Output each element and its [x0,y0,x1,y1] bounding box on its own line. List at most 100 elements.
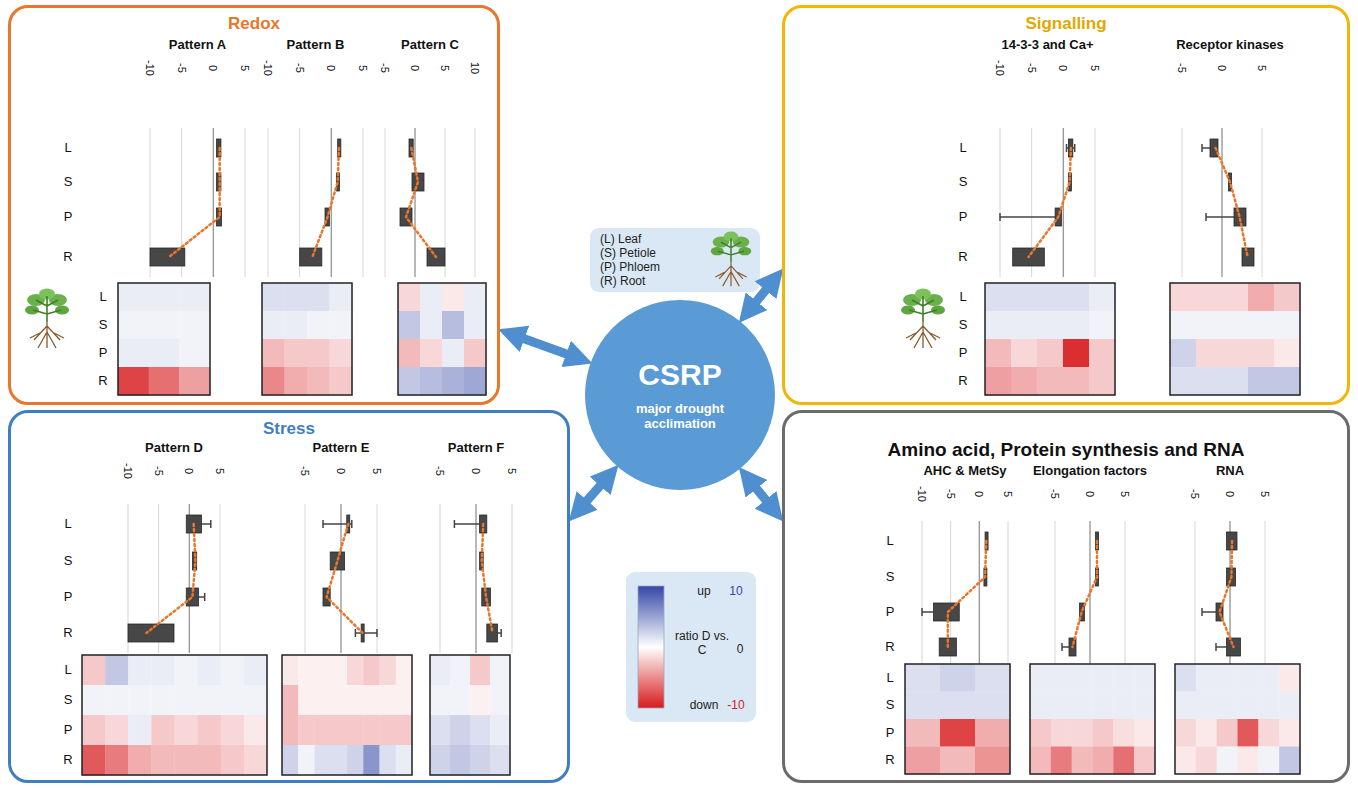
mean-trend-line [948,541,986,647]
tissue-key: (P) Phloem [600,260,660,274]
heatmap-cell [1030,692,1051,720]
heatmap-cell [1175,664,1196,692]
hub-title: CSRP [585,358,775,393]
tissue-row-label: L [959,290,966,305]
heatmap-cell [1063,283,1089,311]
tissue-row-label: R [63,753,72,768]
axis-tick: 5 [371,468,384,474]
heatmap-cell [262,283,285,311]
heatmap-cell [175,655,198,685]
axis-tick: -10 [144,60,157,76]
axis-tick: -5 [152,466,165,476]
error-cap [1215,643,1217,651]
double-arrow [579,477,608,510]
heatmap-cell [1217,692,1238,720]
axis-tick: 5 [1256,65,1269,71]
tissue-row-label: S [99,318,108,333]
heatmap-cell [221,655,244,685]
heatmap-cell [1037,311,1063,339]
panel-title: Redox [11,14,497,34]
heatmap-cell [450,745,470,775]
heatmap-cell [1196,367,1222,395]
tissue-row-label: R [98,374,107,389]
tissue-row-label: S [886,570,895,585]
axis-tick: 0 [183,468,196,474]
axis-tick: -5 [175,63,188,73]
heatmap-cell [1089,311,1115,339]
heatmap-cell [244,685,267,715]
heatmap-cell [285,283,308,311]
heatmap-cell [1134,692,1155,720]
tissue-row-label: L [64,663,71,678]
chart-title: Pattern E [312,441,369,456]
tissue-row-label: R [63,250,72,265]
heatmap-cell [285,367,308,395]
heatmap-cell [1037,339,1063,367]
grid-line [922,521,923,667]
error-cap [500,629,502,637]
panel: Amino acid, Protein synthesis and RNAAHC… [782,410,1350,783]
grid-line [1265,521,1266,667]
value-bar [128,624,174,642]
heatmap-cell [298,655,315,685]
heatmap-cell [151,685,174,715]
error-cap [376,629,378,637]
error-whisker [922,611,933,613]
mean-trend-line [1220,541,1234,647]
error-whisker [1062,646,1069,648]
grid-line [385,128,386,277]
axis-tick: 5 [357,65,370,71]
panel: Signalling14-3-3 and Ca+Receptor kinases… [782,5,1350,405]
heatmap-cell [198,715,221,745]
axis-tick: 0 [409,65,422,71]
grid-line [1008,521,1009,667]
error-whisker [454,523,479,525]
heatmap-cell [380,655,397,685]
error-cap [1066,144,1068,152]
heatmap-cell [1258,664,1279,692]
tissue-row-label: P [959,210,968,225]
tissue-row-label: L [64,141,71,156]
error-cap [1205,213,1207,221]
heatmap-cell [442,311,464,339]
heatmap-cell [396,715,413,745]
heatmap-cell [331,655,348,685]
heatmap-cell [1011,339,1037,367]
heatmap-cell [1274,311,1300,339]
heatmap-cell [179,283,210,311]
heatmap-cell [1248,367,1274,395]
heatmap-cell [262,311,285,339]
heatmap-cell [330,311,353,339]
tissue-row-label: L [886,534,893,549]
heatmap-cell [396,685,413,715]
grid-line [1262,128,1263,277]
heatmap-cell [1196,311,1222,339]
chart-title: Pattern C [401,38,459,53]
heatmap-cell [1279,664,1300,692]
grid-line [440,504,441,653]
heatmap-cell [1051,692,1072,720]
chart-title: Pattern F [448,441,504,456]
error-whisker [355,632,361,634]
chart-group [905,521,1300,774]
heatmap-cell [430,715,450,745]
heatmap-cell [985,367,1011,395]
heatmap-cell [470,745,490,775]
heatmap-cell [1113,664,1134,692]
grid-line [512,504,513,653]
heatmap-cell [118,339,149,367]
heatmap-cell [905,692,940,720]
heatmap-cell [1030,747,1051,775]
error-cap [351,520,353,528]
tissue-row-label: S [959,175,968,190]
heatmap-cell [1274,283,1300,311]
axis-tick: 0 [1216,65,1229,71]
error-whisker [202,523,211,525]
heatmap-cell [490,685,510,715]
tissue-key: (S) Petiole [600,246,656,260]
grid-line [475,128,476,277]
scale-zero: 0 [737,643,744,657]
tissue-row-label: R [958,250,967,265]
tissue-row-label: P [959,346,968,361]
heatmap-cell [398,367,420,395]
